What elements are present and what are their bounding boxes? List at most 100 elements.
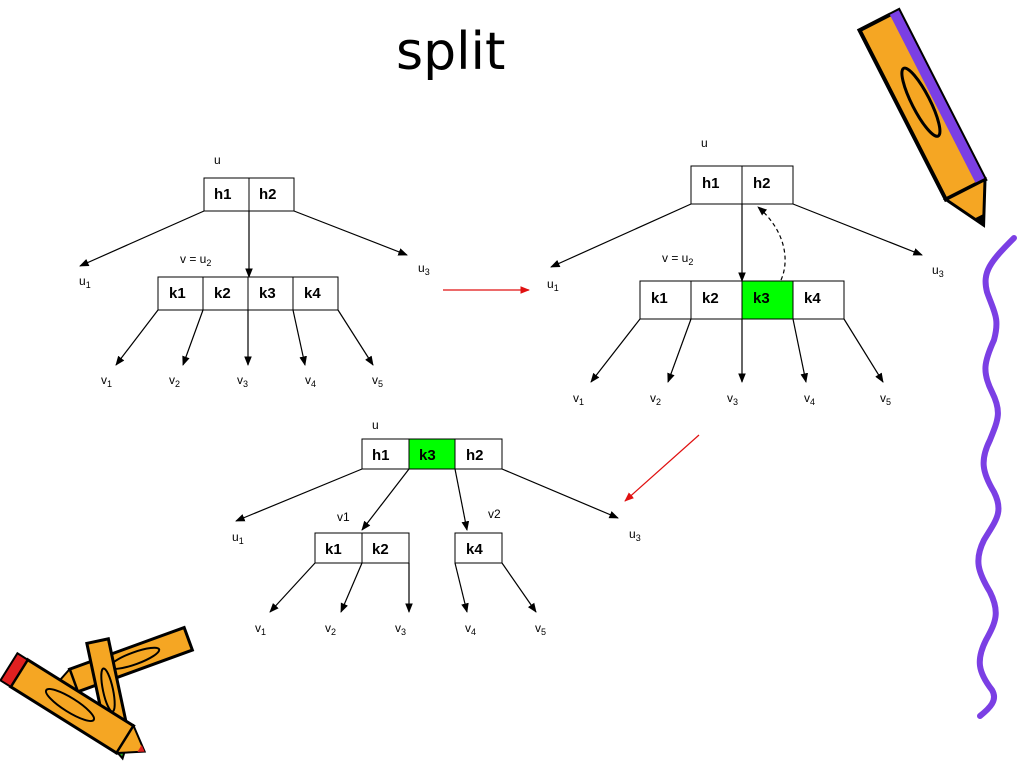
- middle-child-cell-1: [639, 280, 692, 320]
- before-leaf-edge-2: [182, 309, 204, 366]
- before-child-cell-4-text: k4: [304, 285, 321, 302]
- after-leaf-edge-5: [501, 562, 537, 613]
- after-right-child-label: v2: [488, 507, 501, 521]
- before-parent-cell-1: [203, 177, 250, 212]
- before-parent-cell-1-text: h1: [214, 186, 232, 203]
- after-leaf-4: v4: [465, 621, 476, 637]
- before-child-cell-1: [157, 276, 204, 311]
- middle-parent-cell-1-text: h1: [702, 175, 720, 192]
- before-parent-cell-2-text: h2: [259, 186, 277, 203]
- after-leaf-3: v3: [395, 621, 406, 637]
- middle-leaf-edge-1: [590, 318, 641, 383]
- middle-child-node: k1 k2 k3 k4: [639, 280, 845, 320]
- before-parent-cell-2: [248, 177, 295, 212]
- before-right-sibling-label: u3: [418, 261, 430, 277]
- after-leaf-edge-1: [269, 562, 316, 613]
- middle-parent-cell-2: [741, 165, 794, 205]
- after-edge-u3: [501, 468, 619, 519]
- after-parent-cell-2-text: k3: [419, 447, 436, 464]
- before-child-cell-1-text: k1: [169, 285, 186, 302]
- after-left-sibling-label: u1: [232, 530, 244, 546]
- before-leaf-4: v4: [305, 373, 316, 389]
- transition-arrow-2: [624, 434, 700, 502]
- after-left-child-label: v1: [337, 510, 350, 524]
- before-child-cell-3: [247, 276, 294, 311]
- before-leaf-3: v3: [237, 373, 248, 389]
- middle-right-sibling-label: u3: [932, 263, 944, 279]
- before-leaf-2: v2: [169, 373, 180, 389]
- after-right-sibling-label: u3: [629, 527, 641, 543]
- middle-leaf-5: v5: [880, 391, 891, 407]
- before-parent-node: h1 h2: [203, 177, 295, 212]
- middle-leaf-1: v1: [573, 391, 584, 407]
- after-parent-cell-1: [361, 438, 410, 470]
- after-right-child-node: k4: [454, 532, 503, 564]
- middle-left-sibling-label: u1: [547, 277, 559, 293]
- middle-child-cell-3-text: k3: [753, 290, 770, 307]
- middle-parent-node: h1 h2: [690, 165, 794, 205]
- after-leaf-1: v1: [255, 621, 266, 637]
- before-parent-label: u: [214, 153, 221, 167]
- middle-child-cell-2: [690, 280, 743, 320]
- after-parent-cell-2-highlighted: [408, 438, 456, 470]
- after-edge-v1: [361, 468, 410, 531]
- after-left-child-cell-2-text: k2: [372, 541, 389, 558]
- after-left-child-cell-1-text: k1: [325, 541, 342, 558]
- middle-child-cell-4: [792, 280, 845, 320]
- crossed-pencils-decoration: [0, 625, 195, 761]
- before-left-sibling-label: u1: [79, 274, 91, 290]
- after-parent-cell-3-text: h2: [466, 447, 484, 464]
- before-child-cell-3-text: k3: [259, 285, 276, 302]
- before-child-node: k1 k2 k3 k4: [157, 276, 339, 311]
- after-edge-u1: [235, 468, 363, 522]
- middle-leaf-edge-2: [667, 318, 692, 383]
- before-child-cell-2-text: k2: [214, 285, 231, 302]
- panel-before: u h1 h2 u1 u3 v = u2 k1 k2 k3 k4: [79, 153, 430, 389]
- before-edge-u1: [79, 210, 205, 267]
- slide-title: split: [396, 22, 506, 82]
- after-leaf-edge-2: [340, 562, 363, 613]
- before-child-cell-4: [292, 276, 339, 311]
- middle-child-cell-4-text: k4: [804, 290, 821, 307]
- before-edge-u3: [293, 210, 408, 256]
- after-edge-v2: [454, 468, 470, 531]
- middle-child-cell-3-highlighted: [741, 280, 794, 320]
- panel-middle: u h1 h2 u1 u3 v = u2 k1 k2 k3: [547, 136, 944, 407]
- before-leaf-edge-5: [337, 309, 374, 366]
- middle-leaf-3: v3: [727, 391, 738, 407]
- middle-leaf-4: v4: [804, 391, 815, 407]
- before-leaf-edge-4: [292, 309, 307, 366]
- middle-node-label: v = u2: [662, 251, 693, 267]
- middle-leaf-2: v2: [650, 391, 661, 407]
- after-left-child-cell-1: [314, 532, 363, 564]
- before-leaf-1: v1: [101, 373, 112, 389]
- after-parent-node: h1 k3 h2: [361, 438, 503, 470]
- middle-child-cell-1-text: k1: [651, 290, 668, 307]
- pencil-decoration-top-right: [856, 7, 988, 228]
- after-parent-cell-1-text: h1: [372, 447, 390, 464]
- after-left-child-node: k1 k2: [314, 532, 410, 564]
- before-node-label: v = u2: [180, 252, 211, 268]
- after-parent-label: u: [372, 418, 379, 432]
- middle-parent-label: u: [701, 136, 708, 150]
- middle-leaf-edge-5: [843, 318, 884, 383]
- before-leaf-edge-1: [115, 309, 159, 366]
- wavy-border-decoration: [975, 235, 1017, 719]
- after-parent-cell-3: [454, 438, 503, 470]
- after-left-child-cell-2: [361, 532, 410, 564]
- middle-edge-u1: [550, 203, 692, 268]
- middle-child-cell-2-text: k2: [702, 290, 719, 307]
- after-leaf-2: v2: [325, 621, 336, 637]
- middle-parent-cell-2-text: h2: [753, 175, 771, 192]
- middle-leaf-edge-4: [792, 318, 809, 383]
- after-right-child-cell-1: [454, 532, 503, 564]
- middle-edge-u3: [792, 203, 923, 256]
- before-leaf-5: v5: [372, 373, 383, 389]
- after-leaf-5: v5: [535, 621, 546, 637]
- panel-after: u h1 k3 h2 u1 u3 v1 v2 k1 k2: [232, 418, 641, 637]
- after-right-child-cell-1-text: k4: [466, 541, 483, 558]
- promote-dashed-arrow: [757, 206, 786, 281]
- after-leaf-edge-4: [454, 562, 469, 613]
